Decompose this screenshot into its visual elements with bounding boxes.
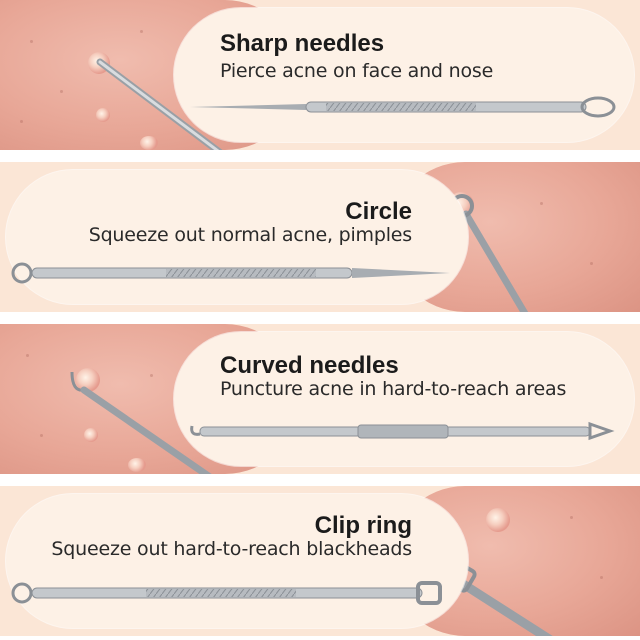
tool-title: Curved needles <box>220 352 399 379</box>
pimple <box>76 368 100 392</box>
tool-description: Squeeze out normal acne, pimples <box>88 224 412 246</box>
pimple <box>96 108 110 122</box>
curved-tool-image <box>70 371 212 474</box>
clip-ring-icon <box>11 581 442 605</box>
tool-title: Sharp needles <box>220 30 385 57</box>
pimple <box>84 428 98 442</box>
tool-title: Clip ring <box>314 512 412 539</box>
tool-card: Curved needles Puncture acne in hard-to-… <box>174 332 634 466</box>
sharp-needle-icon <box>190 96 616 118</box>
tool-description: Puncture acne in hard-to-reach areas <box>220 378 567 400</box>
tool-description: Pierce acne on face and nose <box>220 60 494 82</box>
tool-card: Clip ring Squeeze out hard-to-reach blac… <box>6 494 468 628</box>
tool-card: Circle Squeeze out normal acne, pimples <box>6 170 468 304</box>
tool-description: Squeeze out hard-to-reach blackheads <box>51 538 412 560</box>
tool-title: Circle <box>345 198 412 225</box>
tool-row-sharp-needles: Sharp needles Pierce acne on face and no… <box>0 0 640 150</box>
tool-row-circle: Circle Squeeze out normal acne, pimples <box>0 162 640 312</box>
pimple <box>128 458 146 472</box>
pimple <box>486 508 510 532</box>
pimple <box>140 136 158 150</box>
curved-needle-icon <box>190 421 615 441</box>
tool-row-curved-needles: Curved needles Puncture acne in hard-to-… <box>0 324 640 474</box>
needle-tool-image <box>96 58 223 150</box>
tool-row-clip-ring: Clip ring Squeeze out hard-to-reach blac… <box>0 486 640 636</box>
circle-loop-icon <box>11 262 450 284</box>
tool-card: Sharp needles Pierce acne on face and no… <box>174 8 634 142</box>
